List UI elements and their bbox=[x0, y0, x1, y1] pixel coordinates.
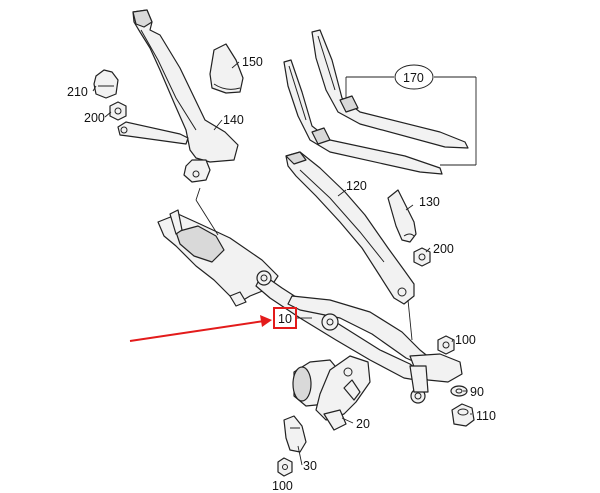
wiper-arm-140[interactable] bbox=[117, 9, 239, 183]
label-10: 10 bbox=[278, 312, 292, 326]
highlight-arrow-shaft bbox=[129, 320, 265, 342]
label-140: 140 bbox=[223, 113, 244, 127]
grommet-110[interactable] bbox=[451, 403, 475, 427]
label-200-right: 200 bbox=[433, 242, 454, 256]
highlight-arrow-head bbox=[260, 315, 272, 327]
nut-100-right[interactable] bbox=[437, 335, 455, 355]
label-30: 30 bbox=[303, 459, 317, 473]
label-130: 130 bbox=[419, 195, 440, 209]
label-90: 90 bbox=[470, 385, 484, 399]
label-100-right: 100 bbox=[455, 333, 476, 347]
label-210: 210 bbox=[67, 85, 88, 99]
callout-170 bbox=[394, 64, 434, 90]
connector-30[interactable] bbox=[283, 415, 307, 453]
rubber-cap-210[interactable] bbox=[93, 69, 119, 99]
label-110: 110 bbox=[476, 409, 496, 423]
nut-100-bottom[interactable] bbox=[277, 457, 293, 477]
cover-130[interactable] bbox=[387, 189, 417, 243]
wiper-arm-120[interactable] bbox=[285, 151, 415, 305]
leader-lines bbox=[92, 61, 477, 466]
wiper-linkage-10[interactable] bbox=[157, 209, 463, 404]
wiper-motor-20[interactable] bbox=[292, 355, 371, 431]
highlight-box bbox=[273, 307, 297, 329]
label-170: 170 bbox=[403, 71, 424, 85]
label-150: 150 bbox=[242, 55, 263, 69]
label-120: 120 bbox=[346, 179, 367, 193]
cap-150[interactable] bbox=[209, 43, 244, 94]
wiper-blades-170[interactable] bbox=[283, 29, 469, 175]
nut-200-right[interactable] bbox=[413, 247, 431, 267]
highlight-marker bbox=[129, 307, 297, 342]
label-200-left: 200 bbox=[84, 111, 105, 125]
label-100-bottom: 100 bbox=[272, 479, 293, 493]
nut-200-left[interactable] bbox=[109, 101, 127, 121]
label-20: 20 bbox=[356, 417, 370, 431]
